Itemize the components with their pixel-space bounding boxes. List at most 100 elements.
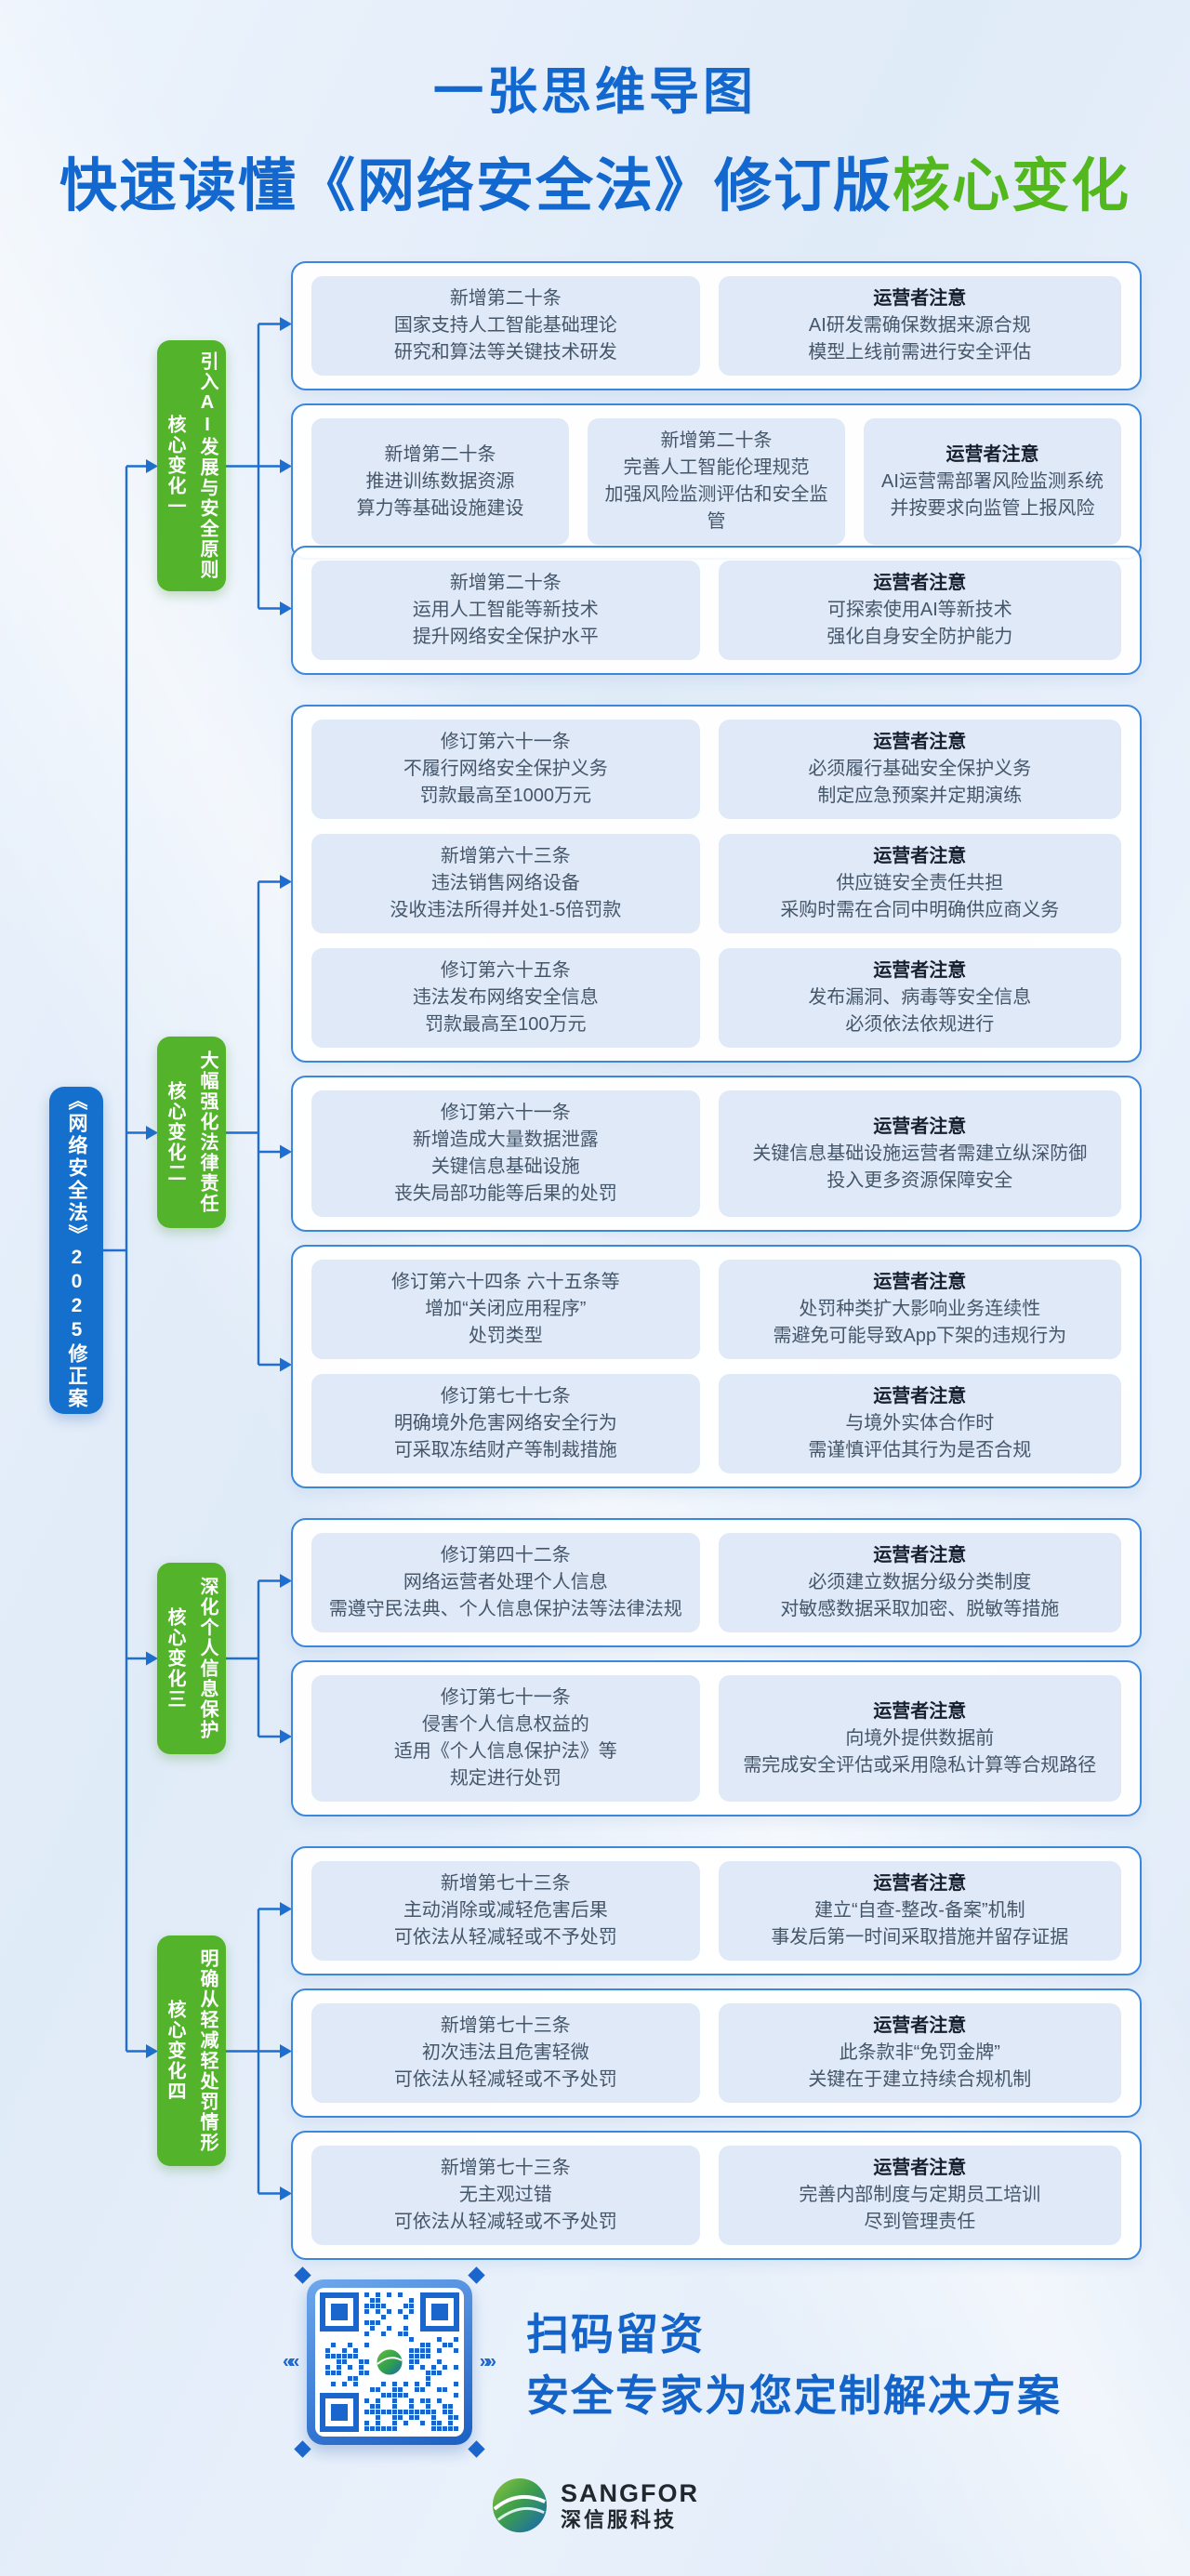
card-heading: 修订第六十一条	[440, 732, 571, 752]
card-line: AI运营需部署风险监测系统	[881, 470, 1104, 492]
panel: 新增第七十三条初次违法且危害轻微可依法从轻减轻或不予处罚运营者注意此条款非“免罚…	[291, 1988, 1142, 2118]
card-line: 必须建立数据分级分类制度	[808, 1572, 1032, 1592]
section-pill-3: 深化个人信息保护核心变化三	[157, 1563, 226, 1754]
card-line: 运用人工智能等新技术	[412, 600, 599, 620]
card-line: 关键信息基础设施运营者需建立纵深防御	[752, 1143, 1088, 1164]
law-card: 新增第七十三条无主观过错可依法从轻减轻或不予处罚	[311, 2146, 700, 2245]
card-row: 新增第二十条推进训练数据资源算力等基础设施建设新增第二十条完善人工智能伦理规范加…	[311, 418, 1121, 545]
brand-name: SANGFOR	[561, 2478, 699, 2507]
card-line: 对敏感数据采取加密、脱敏等措施	[780, 1599, 1060, 1619]
card-heading: 运营者注意	[873, 2158, 967, 2178]
title-green-text: 核心变化	[892, 154, 1131, 218]
card-heading: 新增第二十条	[449, 288, 562, 309]
cta-line1: 扫码留资	[526, 2310, 705, 2358]
card-heading: 运营者注意	[873, 1545, 967, 1565]
card-row: 新增第七十三条无主观过错可依法从轻减轻或不予处罚 运营者注意完善内部制度与定期员工…	[311, 2146, 1121, 2245]
notice-card: 运营者注意发布漏洞、病毒等安全信息必须依法依规进行	[718, 948, 1121, 1048]
card-line: 模型上线前需进行安全评估	[808, 342, 1032, 363]
panel: 修订第六十一条新增造成大量数据泄露关键信息基础设施丧失局部功能等后果的处罚运营者…	[291, 1076, 1142, 1232]
card-heading: 新增第六十三条	[440, 846, 571, 866]
card-line: 新增造成大量数据泄露	[412, 1129, 599, 1150]
card-line: 可依法从轻减轻或不予处罚	[393, 2212, 617, 2232]
card-line: 处罚种类扩大影响业务连续性	[799, 1299, 1041, 1319]
card-heading: 运营者注意	[873, 846, 967, 866]
card-line: 必须依法依规进行	[845, 1014, 995, 1035]
law-card: 修订第七十一条侵害个人信息权益的适用《个人信息保护法》等规定进行处罚	[311, 1675, 700, 1802]
law-card: 修订第六十四条 六十五条等增加“关闭应用程序”处罚类型	[311, 1260, 700, 1359]
card-line: 完善人工智能伦理规范	[623, 457, 810, 478]
card-line: 强化自身安全防护能力	[826, 627, 1013, 647]
card-line: 与境外实体合作时	[845, 1413, 995, 1433]
notice-card: 运营者注意完善内部制度与定期员工培训尽到管理责任	[718, 2146, 1121, 2245]
card-row: 修订第四十二条网络运营者处理个人信息需遵守民法典、个人信息保护法等法律法规运营者…	[311, 1533, 1121, 1632]
card-heading: 新增第二十条	[384, 443, 496, 465]
sangfor-globe-icon	[492, 2477, 548, 2533]
panel: 新增第七十三条无主观过错可依法从轻减轻或不予处罚 运营者注意完善内部制度与定期员工…	[291, 2131, 1142, 2260]
card-line: 向境外提供数据前	[845, 1727, 995, 1749]
card-line: 没收违法所得并处1-5倍罚款	[390, 900, 622, 920]
card-line: 需完成安全评估或采用隐私计算等合规路径	[743, 1754, 1097, 1776]
card-line: 加强风险监测评估和安全监管	[604, 484, 828, 532]
cta-section: 扫码留资 安全专家为您定制解决方案	[294, 2266, 1062, 2458]
card-row: 修订第六十四条 六十五条等增加“关闭应用程序”处罚类型 运营者注意处罚种类扩大影响…	[311, 1260, 1121, 1359]
law-card: 新增第二十条国家支持人工智能基础理论研究和算法等关键技术研发	[311, 276, 700, 376]
card-heading: 运营者注意	[873, 288, 967, 309]
section-pill-sublabel: 核心变化一	[165, 415, 185, 517]
card-line: 违法发布网络安全信息	[412, 987, 599, 1008]
card-line: 完善内部制度与定期员工培训	[799, 2185, 1041, 2205]
chevron-right-icon	[480, 2352, 493, 2373]
notice-card: 运营者注意向境外提供数据前需完成安全评估或采用隐私计算等合规路径	[718, 1675, 1121, 1802]
card-line: 建立“自查-整改-备案”机制	[813, 1900, 1025, 1921]
card-line: 投入更多资源保障安全	[826, 1169, 1013, 1191]
notice-card: 运营者注意此条款非“免罚金牌”关键在于建立持续合规机制	[718, 2003, 1121, 2103]
section-pill-label: 深化个人信息保护	[197, 1577, 218, 1740]
card-line: 算力等基础设施建设	[356, 497, 524, 519]
card-row: 修订第七十七条明确境外危害网络安全行为可采取冻结财产等制裁措施运营者注意与境外实…	[311, 1374, 1121, 1473]
section-pill-label: 大幅强化法律责任	[197, 1050, 218, 1214]
law-card: 新增第二十条完善人工智能伦理规范加强风险监测评估和安全监管	[588, 418, 845, 545]
card-line: 可采取冻结财产等制裁措施	[393, 1440, 617, 1460]
law-card: 修订第六十一条不履行网络安全保护义务罚款最高至1000万元	[311, 720, 700, 819]
card-heading: 新增第七十三条	[440, 1873, 571, 1894]
qr-frame	[294, 2266, 485, 2458]
card-heading: 修订第七十一条	[440, 1687, 571, 1708]
root-node-label: 《网络安全法》2025修正案	[66, 1090, 87, 1410]
card-heading: 新增第七十三条	[440, 2158, 571, 2178]
card-heading: 运营者注意	[873, 1386, 967, 1407]
card-row: 修订第六十一条不履行网络安全保护义务罚款最高至1000万元运营者注意必须履行基础…	[311, 720, 1121, 819]
panel: 修订第六十一条不履行网络安全保护义务罚款最高至1000万元运营者注意必须履行基础…	[291, 705, 1142, 1063]
section-pill-4: 明确从轻减轻处罚情形核心变化四	[157, 1935, 226, 2166]
cta-text: 扫码留资 安全专家为您定制解决方案	[526, 2298, 1062, 2426]
section-pill-sublabel: 核心变化二	[165, 1081, 185, 1183]
panel: 修订第六十四条 六十五条等增加“关闭应用程序”处罚类型运营者注意处罚种类扩大影响…	[291, 1245, 1142, 1488]
brand-text: SANGFOR 深信服科技	[561, 2479, 699, 2532]
card-line: 需遵守民法典、个人信息保护法等法律法规	[328, 1599, 682, 1619]
section-pill-label: 明确从轻减轻处罚情形	[197, 1949, 218, 2153]
card-heading: 运营者注意	[873, 960, 967, 981]
card-heading: 运营者注意	[873, 573, 967, 593]
law-card: 修订第四十二条网络运营者处理个人信息需遵守民法典、个人信息保护法等法律法规	[311, 1533, 700, 1632]
card-line: 事发后第一时间采取措施并留存证据	[771, 1927, 1069, 1948]
card-line: 丧失局部功能等后果的处罚	[393, 1183, 617, 1204]
card-line: 可探索使用AI等新技术	[826, 600, 1012, 620]
section-pill-label: 引入AI发展与安全原则	[197, 351, 218, 580]
notice-card: 运营者注意关键信息基础设施运营者需建立纵深防御投入更多资源保障安全	[718, 1090, 1121, 1217]
card-heading: 运营者注意	[873, 1116, 967, 1137]
diamond-icon	[294, 2440, 311, 2458]
page-title-line2: 快速读懂《网络安全法》修订版核心变化	[0, 139, 1190, 222]
card-line: 处罚类型	[468, 1326, 543, 1346]
card-line: 侵害个人信息权益的	[421, 1714, 589, 1735]
law-card: 新增第七十三条主动消除或减轻危害后果可依法从轻减轻或不予处罚	[311, 1861, 700, 1961]
qr-code-icon	[320, 2292, 459, 2432]
notice-card: 运营者注意必须建立数据分级分类制度对敏感数据采取加密、脱敏等措施	[718, 1533, 1121, 1632]
card-heading: 运营者注意	[873, 2015, 967, 2036]
card-heading: 运营者注意	[873, 1272, 967, 1292]
law-card: 新增第六十三条违法销售网络设备没收违法所得并处1-5倍罚款	[311, 834, 700, 933]
card-line: 罚款最高至100万元	[425, 1014, 587, 1035]
root-node: 《网络安全法》2025修正案	[49, 1087, 103, 1414]
card-line: 并按要求向监管上报风险	[890, 497, 1095, 519]
card-line: 可依法从轻减轻或不予处罚	[393, 2069, 617, 2090]
notice-card: 运营者注意与境外实体合作时需谨慎评估其行为是否合规	[718, 1374, 1121, 1473]
law-card: 新增第二十条运用人工智能等新技术提升网络安全保护水平	[311, 561, 700, 660]
